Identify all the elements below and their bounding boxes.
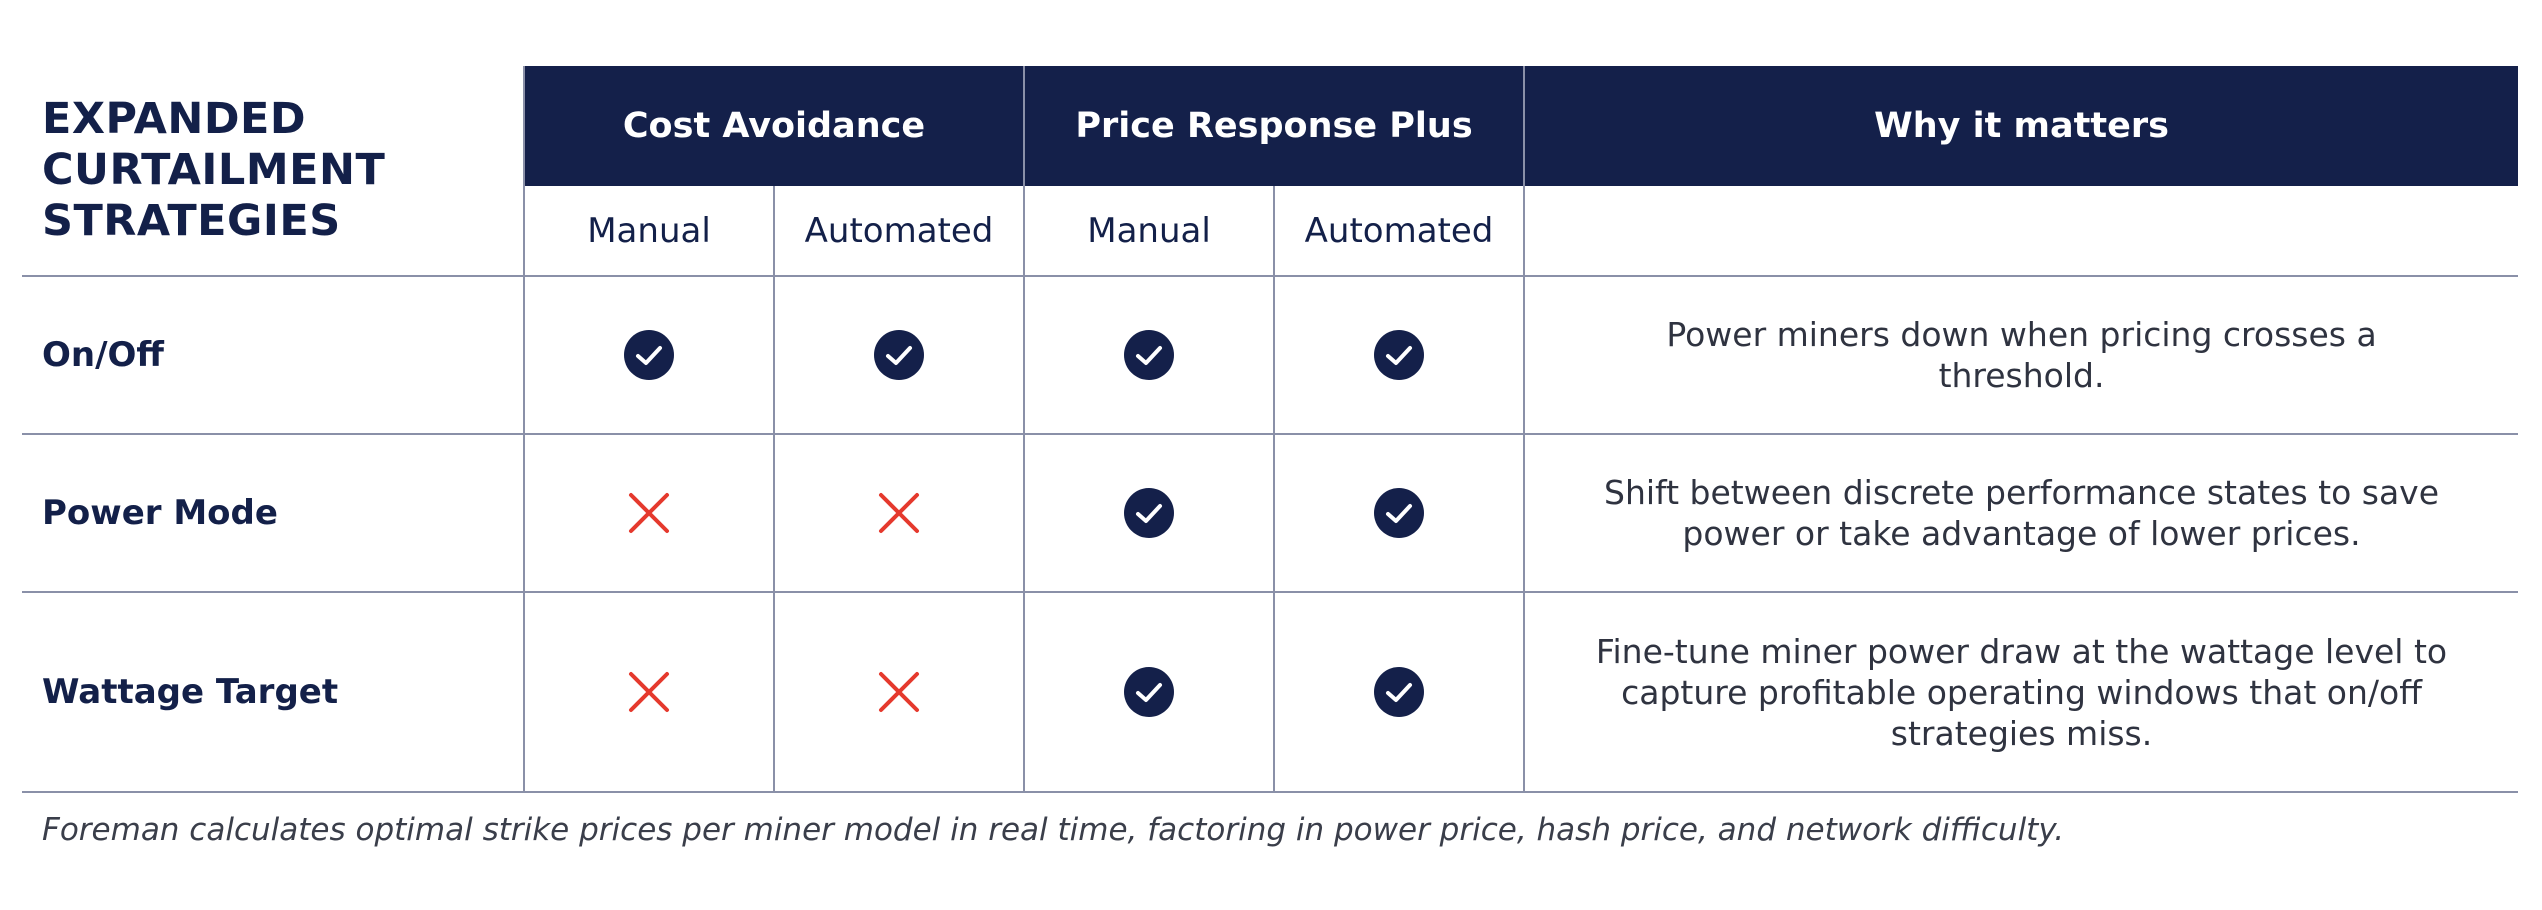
table-row: Power Mode Shift between discrete perfor… <box>22 434 2519 593</box>
group-header-row: EXPANDED CURTAILMENT STRATEGIES Cost Avo… <box>22 66 2519 277</box>
support-cell <box>523 434 774 593</box>
why-it-matters-text: Shift between discrete performance state… <box>1523 434 2519 593</box>
support-cell <box>772 592 1025 793</box>
support-cell <box>1273 276 1525 435</box>
table-title-cell: EXPANDED CURTAILMENT STRATEGIES <box>22 66 524 277</box>
check-circle-icon <box>1374 488 1425 538</box>
support-cell <box>1023 434 1275 593</box>
cross-icon <box>879 672 919 712</box>
check-circle-icon <box>624 330 674 380</box>
support-cell <box>523 592 774 793</box>
check-circle-icon <box>874 330 924 380</box>
support-cell <box>1273 592 1525 793</box>
group-header-price-response-plus: Price Response Plus <box>1023 66 1525 186</box>
comparison-table-container: EXPANDED CURTAILMENT STRATEGIES Cost Avo… <box>22 66 2519 793</box>
row-label-wattage-target: Wattage Target <box>22 592 524 793</box>
support-cell <box>772 276 1025 435</box>
support-cell <box>772 434 1025 593</box>
table-row: Wattage Target Fine-tune miner power dra… <box>22 592 2519 793</box>
sub-header-automated: Automated <box>1273 186 1525 277</box>
sub-header-empty <box>1523 186 2519 277</box>
support-cell <box>1023 276 1275 435</box>
table-title: EXPANDED CURTAILMENT STRATEGIES <box>42 94 386 246</box>
cross-icon <box>629 493 669 533</box>
support-cell <box>1273 434 1525 593</box>
sub-header-manual: Manual <box>523 186 774 277</box>
why-it-matters-text: Fine-tune miner power draw at the wattag… <box>1523 592 2519 793</box>
table-body: On/Off Power miners down when pricing cr… <box>22 276 2519 793</box>
check-circle-icon <box>1374 330 1425 380</box>
footnote: Foreman calculates optimal strike prices… <box>42 812 2065 848</box>
sub-header-row: Manual Automated Manual Automated <box>22 186 2519 277</box>
check-circle-icon <box>1124 488 1175 538</box>
check-circle-icon <box>1124 330 1175 380</box>
check-circle-icon <box>1374 667 1425 717</box>
why-it-matters-text: Power miners down when pricing crosses a… <box>1523 276 2519 435</box>
support-cell <box>523 276 774 435</box>
cross-icon <box>879 493 919 533</box>
curtailment-strategies-table: EXPANDED CURTAILMENT STRATEGIES Cost Avo… <box>22 66 2519 793</box>
check-circle-icon <box>1124 667 1175 717</box>
table-row: On/Off Power miners down when pricing cr… <box>22 276 2519 435</box>
sub-header-automated: Automated <box>772 186 1025 277</box>
group-header-cost-avoidance: Cost Avoidance <box>522 66 1025 186</box>
row-label-on-off: On/Off <box>22 276 524 435</box>
group-header-why-it-matters: Why it matters <box>1523 66 2519 186</box>
sub-header-manual: Manual <box>1023 186 1275 277</box>
support-cell <box>1023 592 1275 793</box>
cross-icon <box>629 672 669 712</box>
row-label-power-mode: Power Mode <box>22 434 524 593</box>
